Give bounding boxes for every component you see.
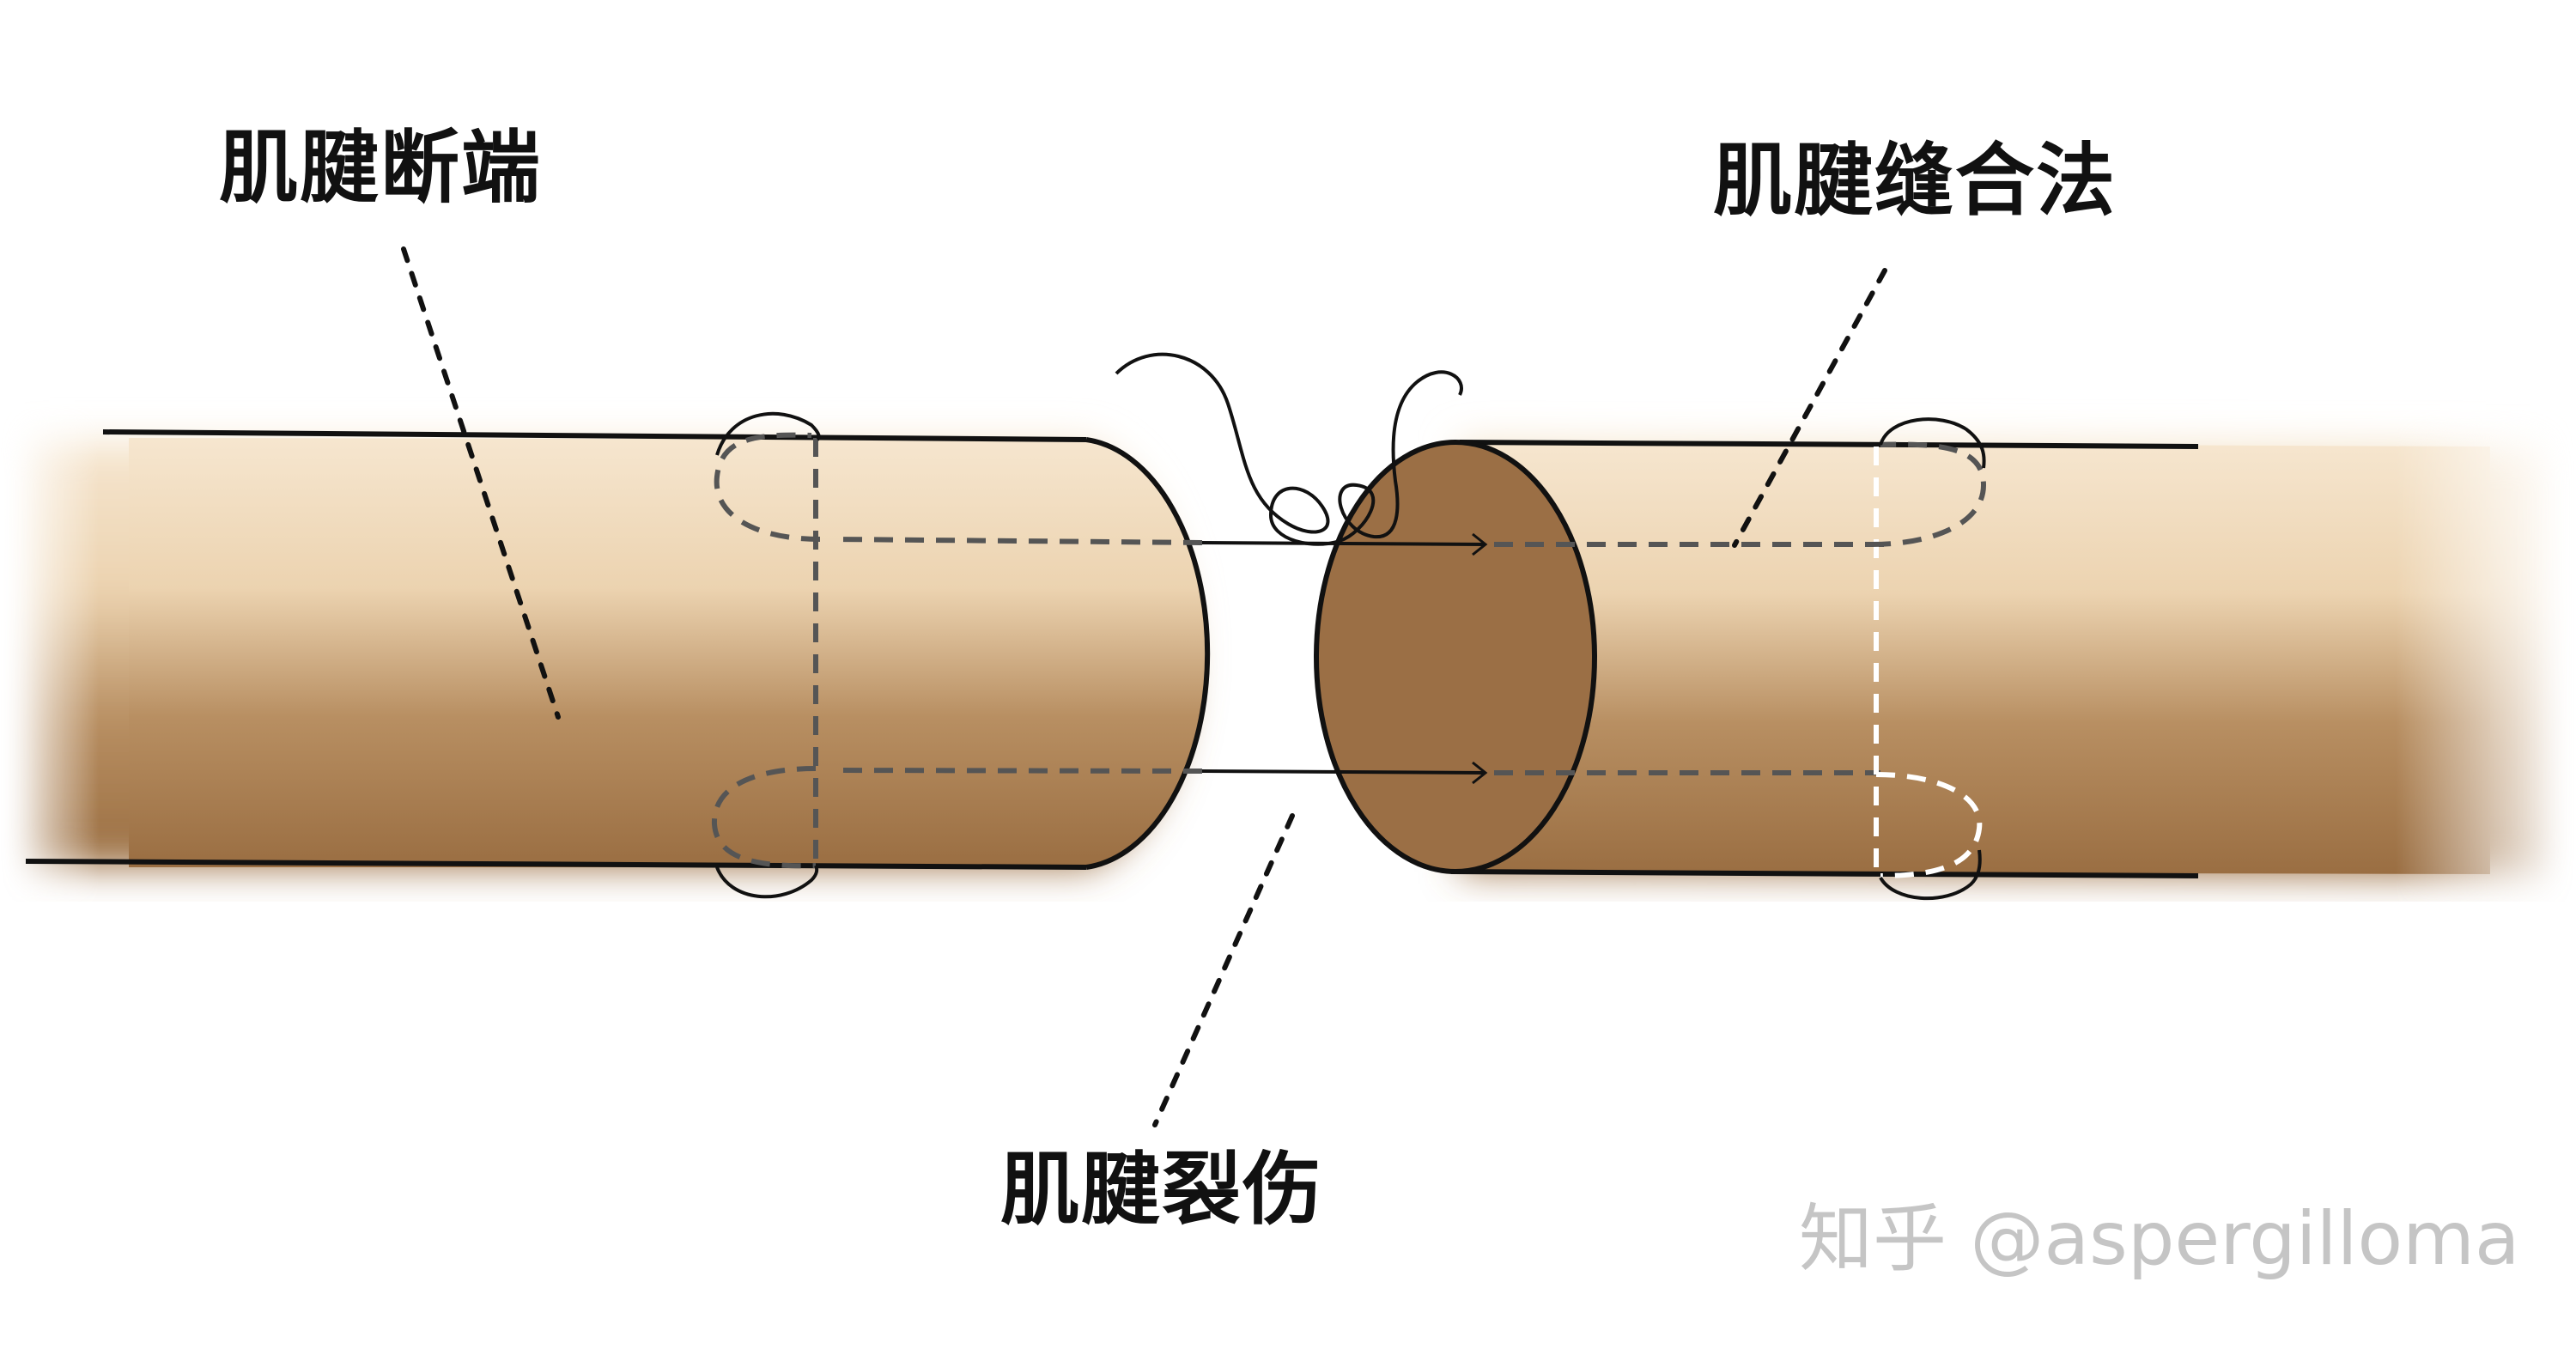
suture-strands: [1115, 352, 1488, 785]
right-tendon: [1314, 440, 2559, 878]
leader-line-tear: [1152, 813, 1295, 1127]
suture-knot: [1115, 352, 1463, 546]
right-tendon-bottom-edge: [1450, 869, 2199, 878]
leader-line-suture: [1732, 268, 1887, 548]
label-tendon-laceration: 肌腱裂伤: [1000, 1144, 1324, 1236]
leader-line-stump: [401, 246, 561, 720]
left-tendon-end-arc: [1085, 437, 1211, 870]
right-suture-pattern: [1494, 441, 1987, 878]
right-suture-outer-loops: [1879, 417, 1986, 901]
left-suture-pattern: [711, 432, 1203, 869]
left-tendon-bottom-edge: [25, 859, 1087, 870]
left-tendon: [17, 429, 1211, 870]
right-tendon-cut-face: [1314, 440, 1597, 874]
right-tendon-top-edge: [1459, 440, 2199, 449]
left-tendon-top-edge: [102, 429, 1087, 442]
watermark: 知乎 @aspergilloma: [1799, 1196, 2520, 1282]
label-tendon-suture-method: 肌腱缝合法: [1713, 135, 2117, 227]
left-suture-outer-loops: [715, 411, 821, 899]
leader-lines: [401, 246, 1887, 1127]
label-tendon-stump: 肌腱断端: [219, 122, 543, 214]
